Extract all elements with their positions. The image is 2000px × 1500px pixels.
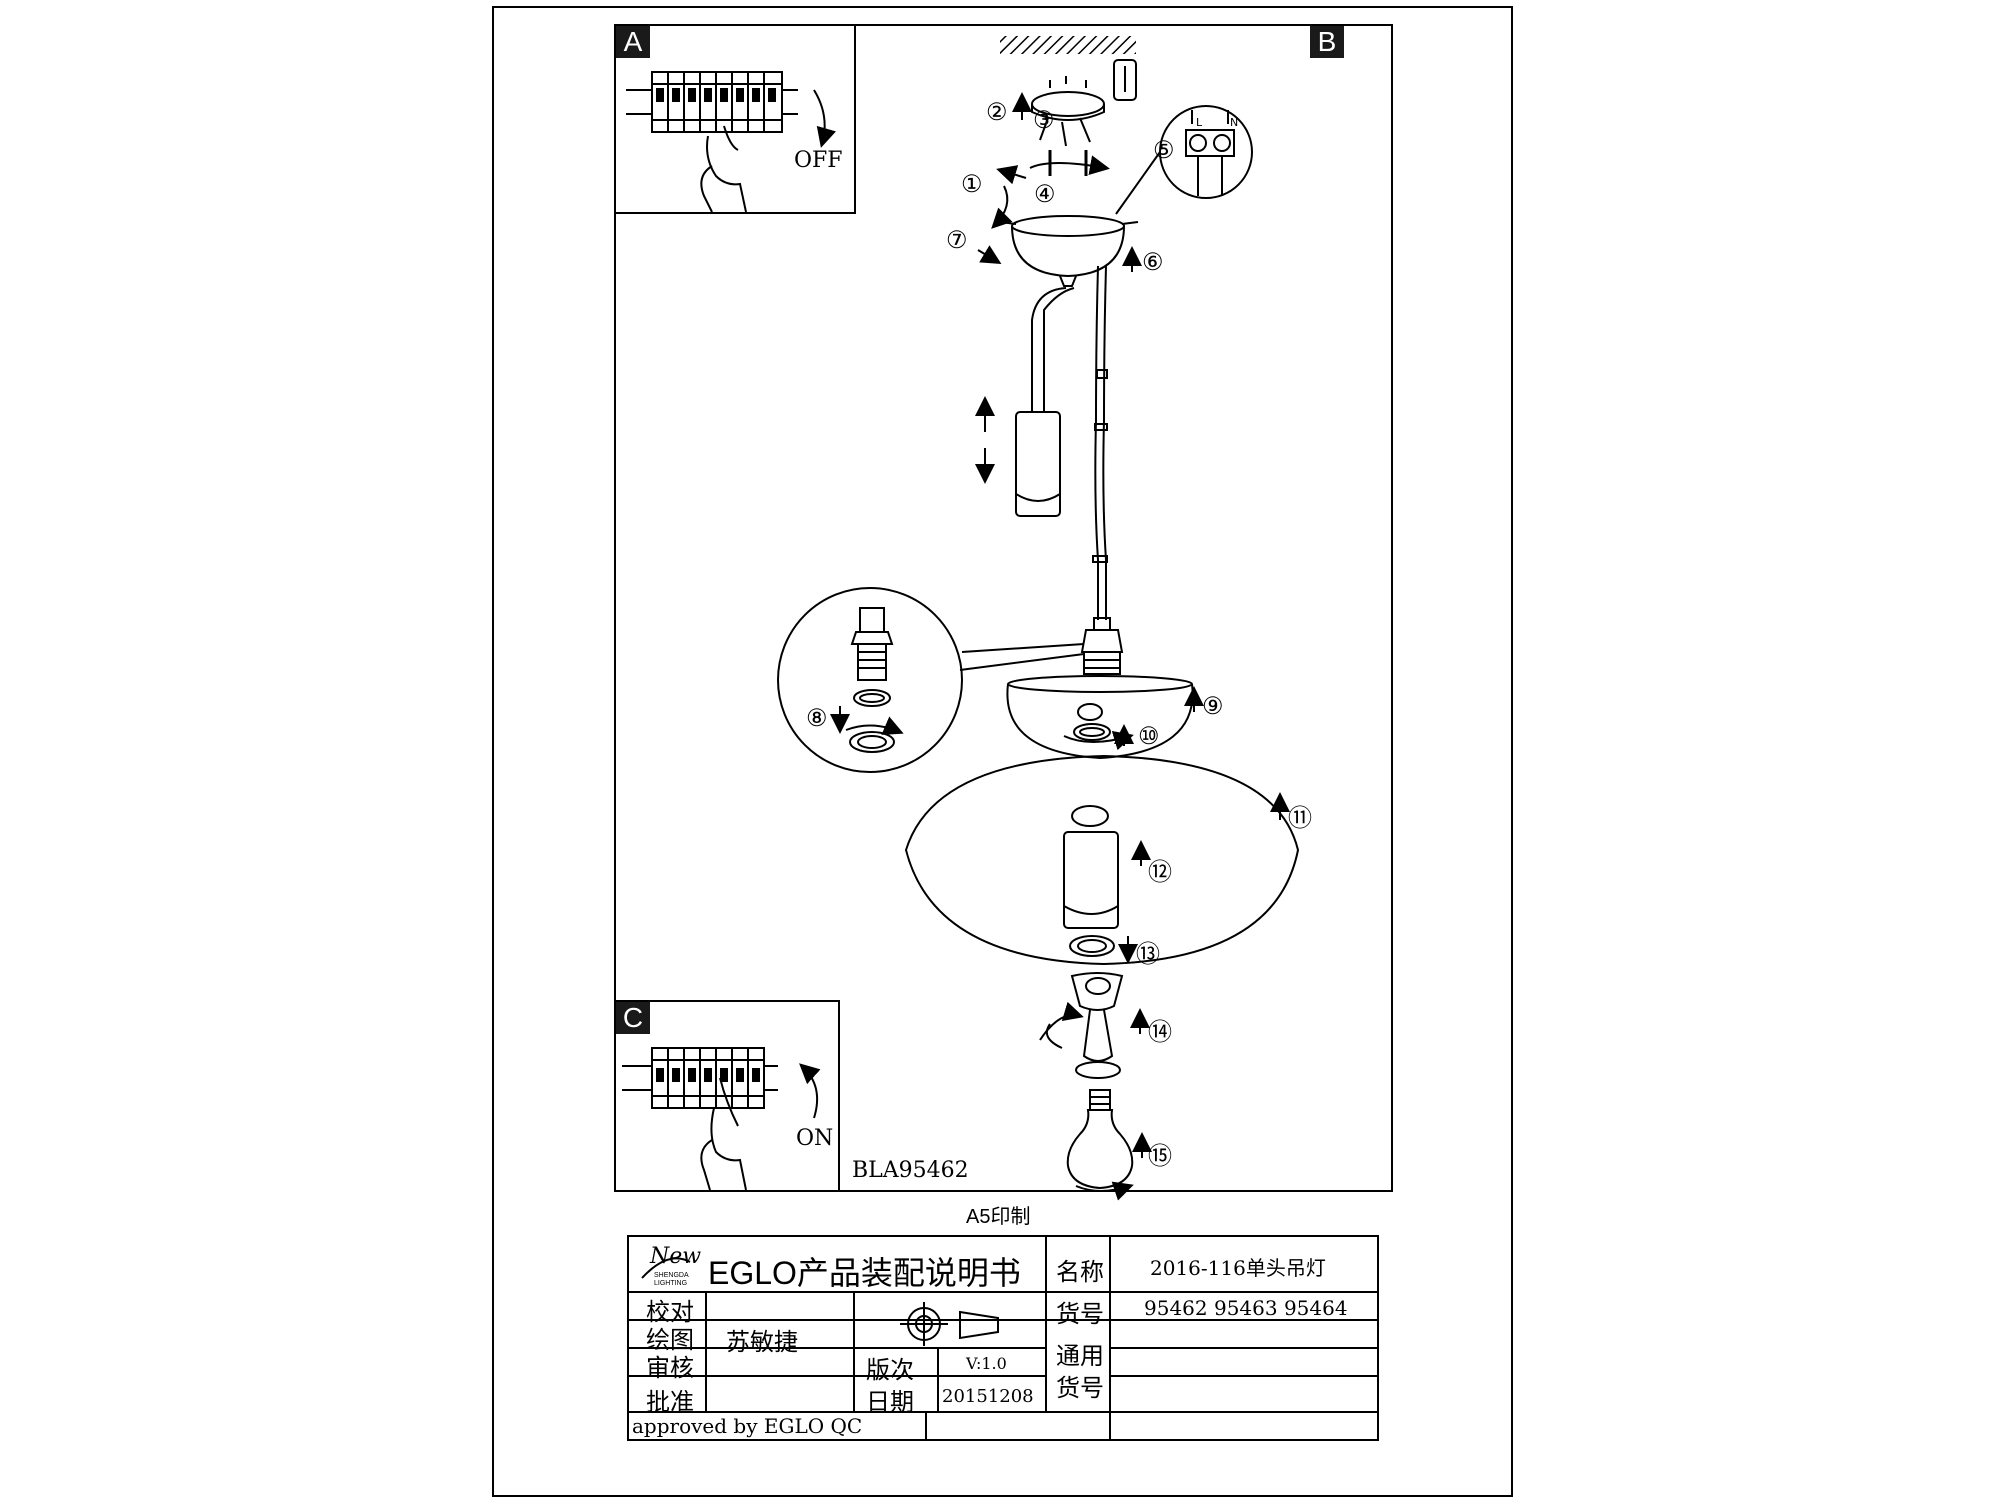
breaker-switch-off-illustration — [626, 71, 837, 212]
step-label-3: ③ — [1033, 106, 1055, 134]
terminal-block-magnifier — [1115, 105, 1253, 215]
step-label-13: ⑬ — [1136, 940, 1160, 968]
step-label-6: ⑥ — [1142, 248, 1164, 276]
step-label-4: ④ — [1034, 180, 1056, 208]
version-label: 版次 — [866, 1356, 914, 1384]
date-label: 日期 — [866, 1388, 914, 1416]
ceiling-bracket — [1031, 76, 1105, 147]
panel-a-badge: A — [616, 26, 650, 58]
drawn-by-value: 苏敏捷 — [726, 1328, 798, 1356]
common-item-label-2: 货号 — [1056, 1374, 1104, 1402]
counterweight-cylinder — [1015, 411, 1061, 517]
print-size-note: A5印制 — [966, 1206, 1031, 1228]
item-number-label: 货号 — [1056, 1300, 1104, 1328]
terminal-label-l: L — [1196, 116, 1203, 129]
logo-line-2: LIGHTING — [654, 1280, 688, 1287]
name-value: 2016-116单头吊灯 — [1150, 1256, 1326, 1280]
switch-on-label: ON — [796, 1126, 834, 1151]
ceiling-hatch — [1000, 36, 1136, 54]
lamp-holder-magnifier — [777, 587, 1085, 773]
step-label-11: ⑪ — [1288, 804, 1312, 832]
lamp-holder — [1080, 617, 1124, 675]
assembly-diagram-frame — [614, 24, 1393, 1192]
name-label: 名称 — [1056, 1258, 1104, 1286]
light-bulb — [1066, 1089, 1134, 1201]
step-label-10: ⑩ — [1138, 722, 1160, 750]
main-shade — [904, 754, 1300, 966]
document-title: EGLO产品装配说明书 — [708, 1255, 1021, 1291]
model-code: BLA95462 — [852, 1158, 969, 1183]
approved-by-note: approved by EGLO QC — [632, 1414, 863, 1438]
step-label-2: ② — [986, 98, 1008, 126]
panel-c-badge: C — [616, 1002, 650, 1034]
wall-plug-icon — [1113, 59, 1137, 101]
drawn-by-label: 绘图 — [646, 1326, 694, 1354]
step-label-14: ⑭ — [1148, 1018, 1172, 1046]
logo-line-1: SHENGDA — [654, 1272, 689, 1279]
terminal-label-n: N — [1230, 116, 1238, 129]
switch-off-label: OFF — [794, 148, 843, 173]
logo-script: New — [650, 1244, 702, 1269]
decorative-ring — [1039, 972, 1124, 1079]
date-value: 20151208 — [942, 1386, 1034, 1407]
drawing-sheet — [492, 6, 1513, 1497]
step-label-1: ① — [961, 170, 983, 198]
version-value: V:1.0 — [966, 1354, 1007, 1373]
upper-shade — [1006, 675, 1194, 760]
approve-label: 批准 — [646, 1388, 694, 1416]
proofread-label: 校对 — [646, 1298, 694, 1326]
breaker-switch-on-illustration — [622, 1047, 821, 1190]
canopy — [999, 215, 1139, 287]
suspension-cable — [1031, 265, 1108, 620]
step-label-12: ⑫ — [1148, 858, 1172, 886]
step-label-9: ⑨ — [1202, 692, 1224, 720]
inset-panel-c-power-on: C ON — [614, 1000, 840, 1192]
step-label-8: ⑧ — [806, 704, 828, 732]
mounting-screws — [1029, 150, 1110, 176]
step-label-5: ⑤ — [1153, 136, 1175, 164]
panel-b-badge: B — [1310, 26, 1344, 58]
inset-panel-a-power-off: A OFF — [614, 24, 856, 214]
item-number-value: 95462 95463 95464 — [1144, 1296, 1348, 1320]
step-label-7: ⑦ — [946, 226, 968, 254]
review-label: 审核 — [646, 1354, 694, 1382]
common-item-label-1: 通用 — [1056, 1342, 1104, 1370]
step-label-15: ⑮ — [1148, 1142, 1172, 1170]
